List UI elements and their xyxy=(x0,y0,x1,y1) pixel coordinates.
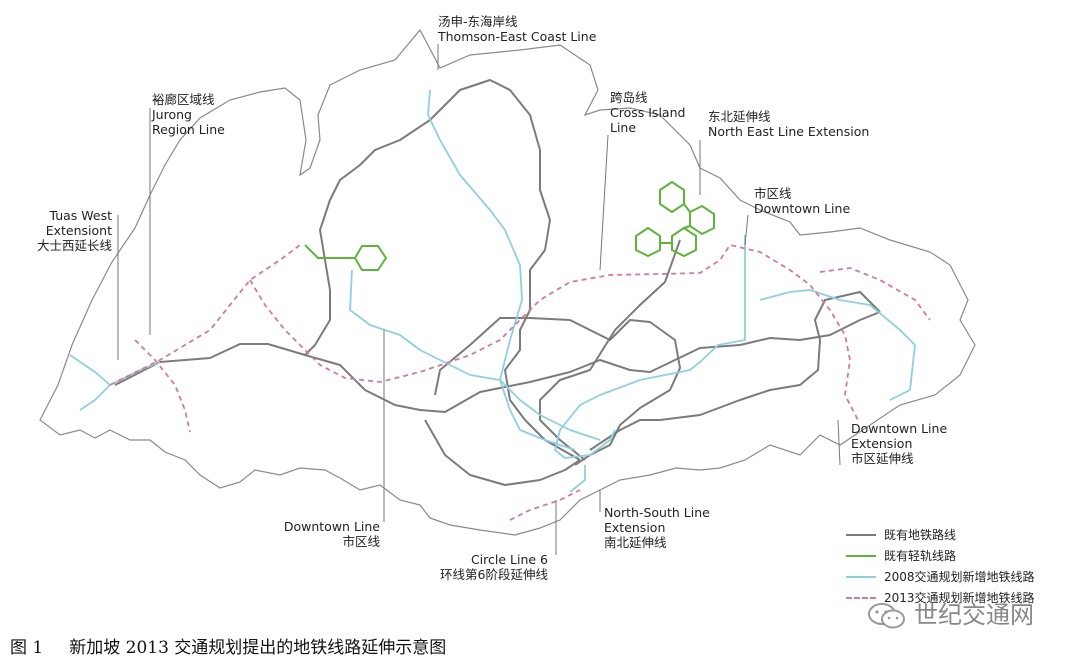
label-dt-ext-en2: Extension xyxy=(851,436,913,451)
watermark: 世纪交通网 xyxy=(866,597,1071,635)
label-ne-ext-cn: 东北延伸线 xyxy=(708,109,771,124)
ewl-airport xyxy=(589,291,881,451)
cross-island-line xyxy=(109,243,859,421)
label-tuas-en1: Tuas West xyxy=(49,208,112,223)
legend-swatch-plan-2013 xyxy=(846,597,876,599)
east-west-line xyxy=(114,311,881,413)
dtl-ext-east xyxy=(759,289,916,401)
label-thomson: 汤申-东海岸线 Thomson-East Coast Line xyxy=(438,14,596,44)
figure-caption: 图 1 新加坡 2013 交通规划提出的地铁线路延伸示意图 xyxy=(10,636,446,660)
figure-caption-text: 新加坡 2013 交通规划提出的地铁线路延伸示意图 xyxy=(69,638,447,658)
label-cross-island-en2: Line xyxy=(610,120,637,135)
legend-label: 2013交通规划新增地铁线路 xyxy=(884,591,1035,605)
label-dt-bottom-cn: 市区线 xyxy=(342,534,380,549)
label-cross-island: 跨岛线 Cross Island Line xyxy=(610,90,685,135)
label-ne-ext: 东北延伸线 North East Line Extension xyxy=(708,109,869,139)
legend-label: 既有轻轨线路 xyxy=(884,549,957,563)
label-downtown-top-en: Downtown Line xyxy=(754,201,851,216)
legend-label: 既有地铁路线 xyxy=(884,528,957,542)
label-ns-ext: North-South Line Extension 南北延伸线 xyxy=(604,505,710,550)
label-jurong: 裕廊区域线 Jurong Region Line xyxy=(152,92,225,137)
label-dt-bottom: Downtown Line 市区线 xyxy=(276,519,380,549)
label-jurong-cn: 裕廊区域线 xyxy=(152,92,215,107)
legend-item: 2013交通规划新增地铁线路 xyxy=(846,590,1076,606)
label-ne-ext-en: North East Line Extension xyxy=(708,124,870,139)
label-jurong-en2: Region Line xyxy=(152,122,225,137)
label-leaders xyxy=(117,44,841,555)
label-ns-ext-en1: North-South Line xyxy=(604,505,710,520)
existing-mrt-lines xyxy=(114,79,881,486)
label-circle6: Circle Line 6 环线第6阶段延伸线 xyxy=(418,552,548,582)
label-downtown-top: 市区线 Downtown Line xyxy=(754,186,850,216)
existing-lrt xyxy=(304,180,715,271)
wechat-icon xyxy=(868,603,905,629)
north-south-line xyxy=(304,79,581,461)
sengkang-lrt-1 xyxy=(659,180,685,214)
label-dt-ext-cn: 市区延伸线 xyxy=(851,451,914,466)
label-jurong-en1: Jurong xyxy=(152,107,192,122)
singapore-rail-map xyxy=(39,28,976,555)
label-thomson-en: Thomson-East Coast Line xyxy=(438,29,597,44)
plan-2013-lines xyxy=(109,243,931,521)
bukit-panjang-lrt xyxy=(304,244,388,271)
punggol-lrt-1 xyxy=(635,226,661,258)
legend-swatch-plan-2008 xyxy=(846,576,876,578)
legend-item: 既有轻轨线路 xyxy=(846,548,1076,564)
label-tuas: Tuas West Extensiont 大士西延长线 xyxy=(20,208,112,253)
downtown-line-2 xyxy=(349,269,601,441)
label-ns-ext-cn: 南北延伸线 xyxy=(604,535,667,550)
legend-swatch-existing-lrt xyxy=(846,555,876,557)
label-tuas-en2: Extensiont xyxy=(45,223,112,238)
label-dt-bottom-en: Downtown Line xyxy=(283,519,380,534)
label-cross-island-cn: 跨岛线 xyxy=(610,90,648,105)
downtown-stage xyxy=(424,419,581,486)
thomson-line xyxy=(427,89,576,451)
label-circle6-cn: 环线第6阶段延伸线 xyxy=(440,567,548,582)
ns-ext xyxy=(569,465,586,493)
punggol-lrt-2 xyxy=(671,226,697,258)
watermark-text: 世纪交通网 xyxy=(914,601,1034,629)
legend-label: 2008交通规划新增地铁线路 xyxy=(884,570,1035,584)
figure-number: 图 1 xyxy=(10,638,44,658)
label-dt-ext: Downtown Line Extension 市区延伸线 xyxy=(851,421,947,466)
plan-2008-lines xyxy=(69,89,916,493)
jurong-region-line xyxy=(134,339,191,433)
north-east-line xyxy=(539,239,681,461)
island-coastline xyxy=(39,28,976,536)
label-thomson-cn: 汤申-东海岸线 xyxy=(438,14,518,29)
downtown-line-3 xyxy=(554,235,746,459)
legend-item: 2008交通规划新增地铁线路 xyxy=(846,569,1076,585)
label-dt-ext-en1: Downtown Line xyxy=(851,421,948,436)
label-tuas-cn: 大士西延长线 xyxy=(36,238,112,253)
legend-item: 既有地铁路线 xyxy=(846,527,1076,543)
lrt-connector xyxy=(660,203,691,244)
sengkang-lrt-2 xyxy=(689,204,715,236)
legend-swatch-existing-mrt xyxy=(846,534,876,536)
label-ns-ext-en2: Extension xyxy=(604,520,666,535)
cross-island-east xyxy=(819,267,931,321)
label-downtown-top-cn: 市区线 xyxy=(754,186,792,201)
tuas-west-ext xyxy=(69,354,161,411)
label-cross-island-en1: Cross Island xyxy=(610,105,686,120)
circle-line-6 xyxy=(509,489,581,521)
label-circle6-en: Circle Line 6 xyxy=(470,552,548,567)
